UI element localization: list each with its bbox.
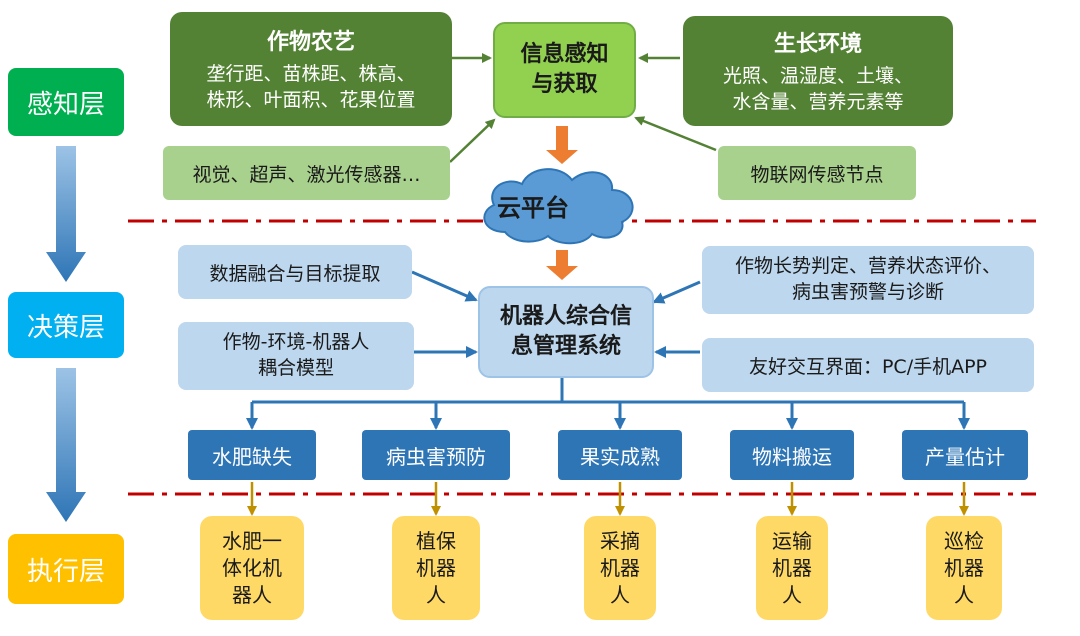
- data-fusion-box: 数据融合与目标提取: [178, 245, 412, 299]
- task-box-pest-prevention: 病虫害预防: [362, 430, 510, 480]
- layer-label-execution: 执行层: [8, 534, 124, 604]
- growth-environment-box: 生长环境 光照、温湿度、土壤、 水含量、营养元素等: [683, 16, 953, 126]
- cloud-shape: [483, 168, 634, 245]
- crop-agronomy-body: 垄行距、苗株距、株高、 株形、叶面积、花果位置: [206, 63, 416, 111]
- arrow-sensors-to-info: [449, 118, 496, 163]
- robot-box-fertigation: 水肥一 体化机 器人: [200, 516, 304, 620]
- iot-nodes-box: 物联网传感节点: [718, 146, 916, 200]
- friendly-interface-box: 友好交互界面：PC/手机APP: [702, 338, 1034, 392]
- sensors-box: 视觉、超声、激光传感器…: [163, 146, 450, 200]
- task-box-yield-estimation: 产量估计: [902, 430, 1028, 480]
- growth-assessment-box: 作物长势判定、营养状态评价、 病虫害预警与诊断: [702, 246, 1034, 314]
- cloud-platform-label: 云平台: [497, 193, 569, 222]
- management-system-box: 机器人综合信 息管理系统: [478, 286, 654, 378]
- task-to-robot-arrows: [247, 482, 969, 516]
- crop-agronomy-title: 作物农艺: [266, 30, 355, 56]
- task-box-material-handling: 物料搬运: [730, 430, 854, 480]
- layer-down-arrow-1: [46, 146, 86, 282]
- growth-environment-body: 光照、温湿度、土壤、 水含量、营养元素等: [722, 65, 913, 113]
- robot-box-picking: 采摘 机器 人: [584, 516, 656, 620]
- info-acquisition-box: 信息感知 与获取: [493, 22, 636, 118]
- task-distribution-tree: [246, 378, 970, 430]
- robot-box-transport: 运输 机器 人: [756, 516, 828, 620]
- growth-environment-title: 生长环境: [773, 32, 862, 58]
- layer-label-decision: 决策层: [8, 292, 124, 358]
- orange-arrow-info-to-cloud: [546, 126, 578, 164]
- layer-down-arrow-2: [46, 368, 86, 522]
- orange-arrow-cloud-to-system: [546, 250, 578, 280]
- task-box-fruit-ripeness: 果实成熟: [558, 430, 682, 480]
- arrow-fusion-to-system: [411, 270, 478, 302]
- robot-box-plant-protection: 植保 机器 人: [392, 516, 480, 620]
- arrow-assessment-to-system: [652, 280, 701, 304]
- layer-label-perception: 感知层: [8, 68, 124, 136]
- crop-agronomy-box: 作物农艺 垄行距、苗株距、株高、 株形、叶面积、花果位置: [170, 12, 452, 126]
- arrow-iot-to-info: [634, 116, 717, 152]
- crop-env-robot-model-box: 作物-环境-机器人 耦合模型: [178, 322, 414, 390]
- task-box-water-fertilizer: 水肥缺失: [188, 430, 316, 480]
- robot-box-inspection: 巡检 机器 人: [926, 516, 1002, 620]
